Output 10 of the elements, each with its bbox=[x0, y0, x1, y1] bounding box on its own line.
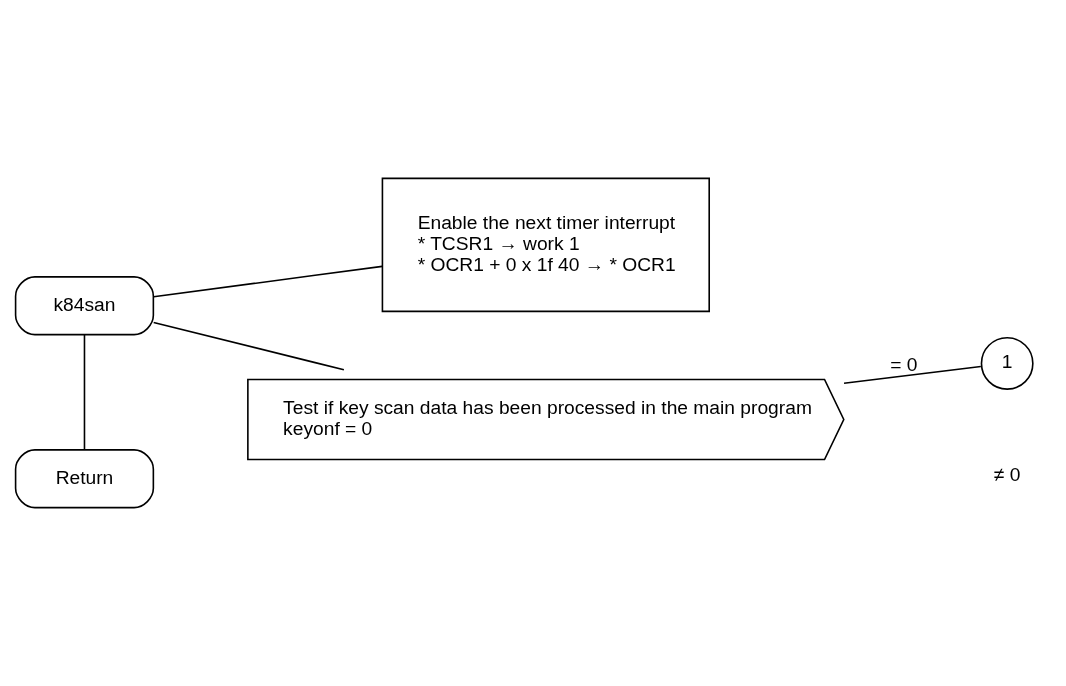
connector bbox=[843, 365, 982, 384]
connector bbox=[152, 265, 384, 298]
edge-label: = 0 bbox=[890, 353, 918, 375]
node-circle: 1 bbox=[980, 336, 1034, 390]
label: ≠ 0 bbox=[993, 463, 1021, 485]
node-box: k84san bbox=[14, 276, 155, 336]
node-box: Return bbox=[14, 449, 155, 509]
node-box: Enable the next timer interrupt * TCSR1 → work 1 * OCR1 + 0 x 1f 40 → * OCR1 bbox=[381, 177, 710, 313]
connector bbox=[83, 334, 86, 451]
connector bbox=[152, 321, 345, 371]
